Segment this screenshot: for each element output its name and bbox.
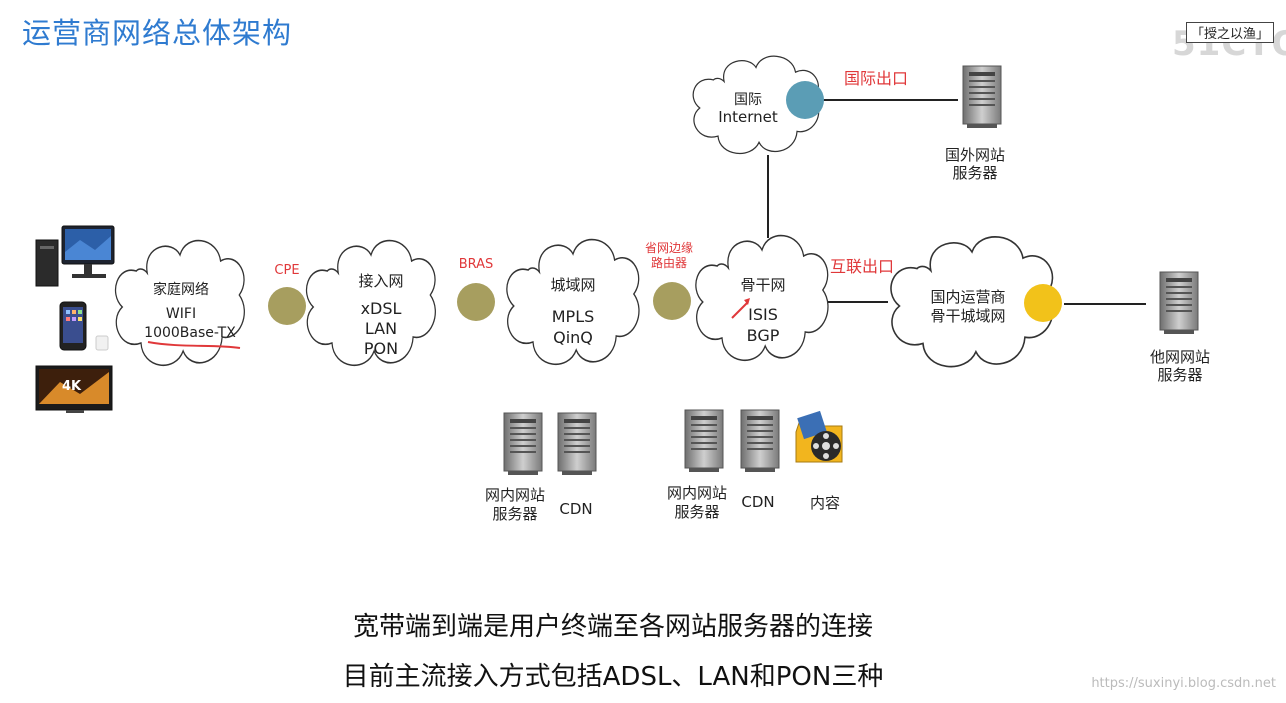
brand-tag: 「授之以渔」 — [1186, 22, 1275, 43]
desktop-computer-icon — [35, 225, 115, 287]
edge-router-label-1: 省网边缘 — [645, 241, 693, 255]
interconnect-exit-label: 互联出口 — [830, 257, 894, 276]
foreign-server-label-1: 国外网站 — [945, 146, 1005, 164]
intl-exit-label: 国际出口 — [844, 69, 908, 88]
backbone-local-label-1: 网内网站 — [667, 484, 727, 502]
pointer-icon — [731, 301, 749, 319]
home-line1: WIFI — [166, 306, 196, 322]
network-diagram: 家庭网络 WIFI 1000Base-TX 接入网 xDSL LAN PON 城… — [35, 55, 1210, 523]
tv-4k-icon: 4K — [35, 365, 113, 413]
access-title: 接入网 — [358, 272, 403, 290]
other-server-label-1: 他网网站 — [1150, 348, 1210, 366]
foreign-server-icon — [962, 65, 1002, 129]
cpe-node — [268, 287, 306, 325]
edge-router-label-2: 路由器 — [651, 255, 687, 270]
intl-line2: Internet — [718, 108, 778, 126]
metro-line1: MPLS — [552, 307, 595, 326]
metro-cdn-label: CDN — [559, 500, 592, 518]
metro-title: 城域网 — [550, 276, 595, 294]
backbone-line1: ISIS — [748, 305, 778, 324]
domestic-line1: 国内运营商 — [930, 288, 1005, 306]
film-folder-icon — [795, 410, 843, 463]
svg-text:4K: 4K — [62, 379, 82, 394]
caption-line-2: 目前主流接入方式包括ADSL、LAN和PON三种 — [342, 662, 884, 692]
other-server-label-2: 服务器 — [1157, 366, 1202, 384]
home-title: 家庭网络 — [153, 281, 209, 298]
highlight-underline — [147, 341, 241, 349]
home-line2: 1000Base-TX — [144, 325, 236, 341]
backbone-line2: BGP — [747, 326, 780, 345]
metro-cdn-server-icon — [557, 412, 597, 476]
backbone-local-label-2: 服务器 — [674, 503, 719, 521]
brand-logo: 51CTO学院 「授之以渔」 — [1172, 18, 1286, 56]
backbone-title: 骨干网 — [740, 276, 785, 294]
content-label: 内容 — [810, 494, 840, 512]
caption-line-1: 宽带端到端是用户终端至各网站服务器的连接 — [352, 612, 873, 642]
domestic-line2: 骨干城域网 — [930, 307, 1005, 325]
pointer-head-icon — [744, 298, 750, 305]
page-title: 运营商网络总体架构 — [22, 16, 293, 50]
edge-router-node — [653, 282, 691, 320]
other-server-icon — [1159, 271, 1199, 335]
backbone-cdn-server-icon — [740, 409, 780, 473]
access-line2: LAN — [365, 319, 397, 338]
intl-gateway-node — [786, 81, 824, 119]
cpe-label: CPE — [274, 263, 299, 278]
backbone-cdn-label: CDN — [741, 493, 774, 511]
watermark: https://suxinyi.blog.csdn.net — [1091, 676, 1276, 691]
domestic-gateway-node — [1024, 284, 1062, 322]
metro-local-server-icon — [503, 412, 543, 476]
backbone-local-server-icon — [684, 409, 724, 473]
smartphone-icon — [59, 301, 109, 351]
metro-local-label-1: 网内网站 — [485, 486, 545, 504]
metro-line2: QinQ — [553, 328, 593, 347]
intl-line1: 国际 — [734, 92, 762, 108]
metro-local-label-2: 服务器 — [492, 505, 537, 523]
access-line3: PON — [364, 339, 398, 358]
bras-node — [457, 283, 495, 321]
access-line1: xDSL — [361, 299, 402, 318]
bras-label: BRAS — [459, 257, 494, 272]
foreign-server-label-2: 服务器 — [952, 164, 997, 182]
